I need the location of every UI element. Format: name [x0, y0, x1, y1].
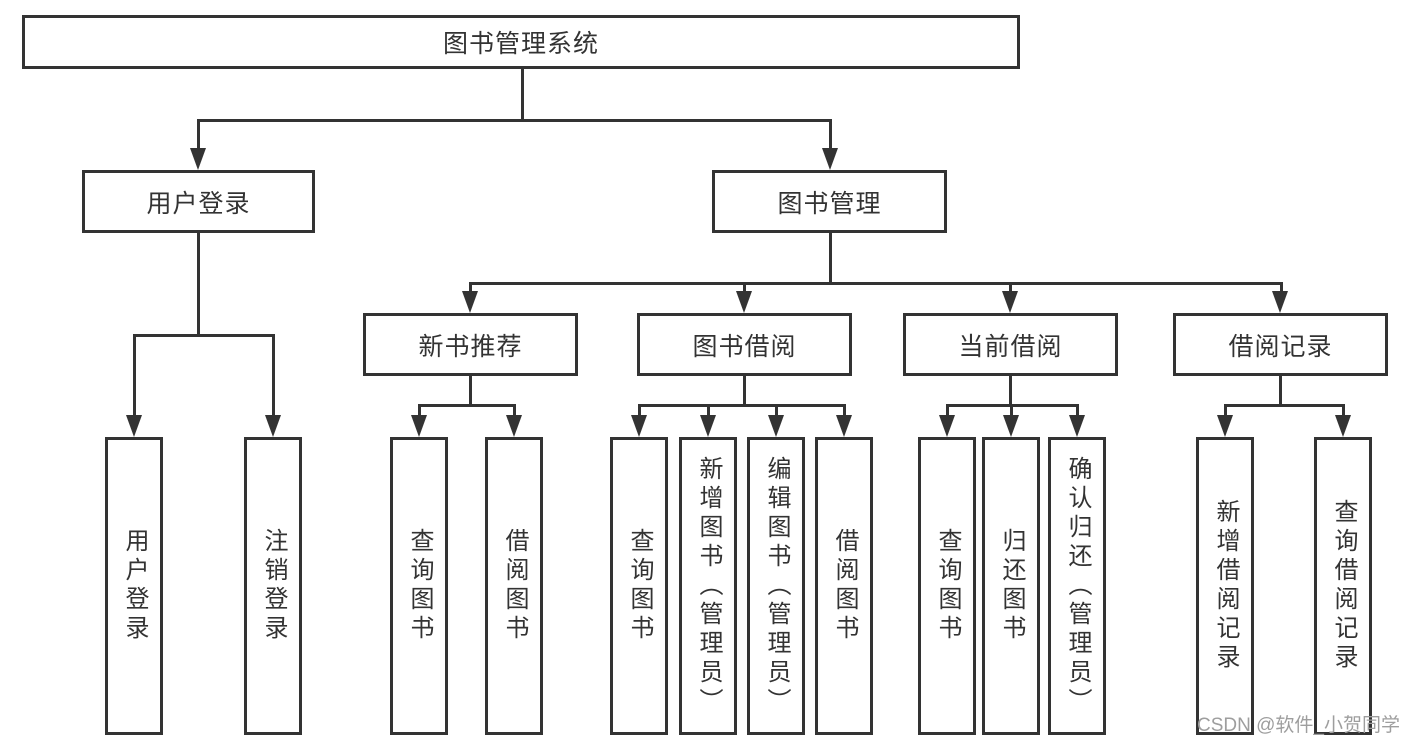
connector-arrowhead: [836, 415, 852, 437]
connector-line: [418, 404, 421, 418]
connector-arrowhead: [1003, 415, 1019, 437]
connector-arrowhead: [1002, 291, 1018, 313]
connector-line: [513, 404, 516, 418]
node-label: 新书推荐: [418, 332, 523, 361]
connector-line: [1342, 404, 1345, 418]
leaf-label: 借阅图书: [831, 528, 858, 644]
leaf-label: 确认归还（管理员）: [1064, 455, 1091, 717]
leaf-label: 注销登录: [260, 528, 287, 644]
connector-line: [469, 282, 472, 294]
leaf-borrow-books: 借阅图书: [815, 437, 873, 735]
connector-line: [272, 334, 275, 418]
leaf-user-login: 用户登录: [105, 437, 163, 735]
node-label: 图书借阅: [692, 332, 797, 361]
connector-arrowhead: [411, 415, 427, 437]
node-label: 借阅记录: [1228, 332, 1333, 361]
connector-line: [829, 119, 832, 151]
connector-line: [469, 282, 1282, 285]
connector-line: [133, 334, 274, 337]
connector-line: [1009, 376, 1012, 407]
connector-line: [707, 404, 710, 418]
leaf-label: 新增图书（管理员）: [695, 455, 722, 717]
leaf-label: 查询借阅记录: [1330, 499, 1357, 673]
connector-line: [1224, 404, 1344, 407]
connector-arrowhead: [1272, 291, 1288, 313]
leaf-label: 查询图书: [626, 528, 653, 644]
node-borrowing-records: 借阅记录: [1173, 313, 1388, 376]
leaf-edit-books-admin: 编辑图书（管理员）: [747, 437, 805, 735]
node-book-borrowing: 图书借阅: [637, 313, 852, 376]
node-label: 图书管理系统: [442, 30, 599, 58]
connector-line: [1009, 282, 1012, 294]
connector-arrowhead: [631, 415, 647, 437]
connector-arrowhead: [462, 291, 478, 313]
connector-line: [197, 119, 200, 151]
node-label: 用户登录: [146, 189, 251, 218]
connector-line: [829, 233, 832, 284]
connector-arrowhead: [265, 415, 281, 437]
connector-line: [946, 404, 949, 418]
connector-line: [1279, 376, 1282, 407]
leaf-label: 新增借阅记录: [1212, 499, 1239, 673]
connector-arrowhead: [126, 415, 142, 437]
connector-arrowhead: [506, 415, 522, 437]
leaf-confirm-return-admin: 确认归还（管理员）: [1048, 437, 1106, 735]
connector-line: [418, 404, 515, 407]
leaf-query-books-recommend: 查询图书: [390, 437, 448, 735]
connector-line: [1224, 404, 1227, 418]
connector-arrowhead: [822, 148, 838, 170]
connector-arrowhead: [768, 415, 784, 437]
connector-line: [638, 404, 845, 407]
connector-line: [469, 376, 472, 407]
leaf-label: 归还图书: [998, 528, 1025, 644]
csdn-watermark: CSDN @软件_小贺同学: [1197, 715, 1400, 736]
connector-line: [197, 233, 200, 336]
leaf-label: 查询图书: [406, 528, 433, 644]
connector-line: [638, 404, 641, 418]
node-label: 图书管理: [777, 189, 882, 218]
connector-arrowhead: [939, 415, 955, 437]
leaf-add-books-admin: 新增图书（管理员）: [679, 437, 737, 735]
leaf-query-borrow-record: 查询借阅记录: [1314, 437, 1372, 735]
node-label: 当前借阅: [958, 332, 1063, 361]
connector-line: [133, 334, 136, 418]
leaf-add-borrow-record: 新增借阅记录: [1196, 437, 1254, 735]
connector-arrowhead: [1335, 415, 1351, 437]
leaf-query-books-borrow: 查询图书: [610, 437, 668, 735]
connector-arrowhead: [1217, 415, 1233, 437]
connector-line: [743, 376, 746, 407]
connector-line: [1076, 404, 1079, 418]
connector-line: [743, 282, 746, 294]
connector-line: [843, 404, 846, 418]
connector-arrowhead: [736, 291, 752, 313]
node-new-book-recommendation: 新书推荐: [363, 313, 578, 376]
leaf-borrow-books-recommend: 借阅图书: [485, 437, 543, 735]
leaf-return-books: 归还图书: [982, 437, 1040, 735]
connector-line: [1010, 404, 1013, 418]
connector-line: [197, 119, 832, 122]
connector-line: [1280, 282, 1283, 294]
leaf-label: 用户登录: [121, 528, 148, 644]
node-book-management: 图书管理: [712, 170, 947, 233]
connector-arrowhead: [700, 415, 716, 437]
node-user-login: 用户登录: [82, 170, 315, 233]
leaf-label: 借阅图书: [501, 528, 528, 644]
node-current-borrowing: 当前借阅: [903, 313, 1118, 376]
leaf-query-books-current: 查询图书: [918, 437, 976, 735]
leaf-label: 查询图书: [934, 528, 961, 644]
connector-line: [521, 68, 524, 121]
connector-arrowhead: [190, 148, 206, 170]
node-library-management-system: 图书管理系统: [22, 15, 1020, 69]
leaf-label: 编辑图书（管理员）: [763, 455, 790, 717]
connector-arrowhead: [1069, 415, 1085, 437]
connector-line: [775, 404, 778, 418]
leaf-logout: 注销登录: [244, 437, 302, 735]
